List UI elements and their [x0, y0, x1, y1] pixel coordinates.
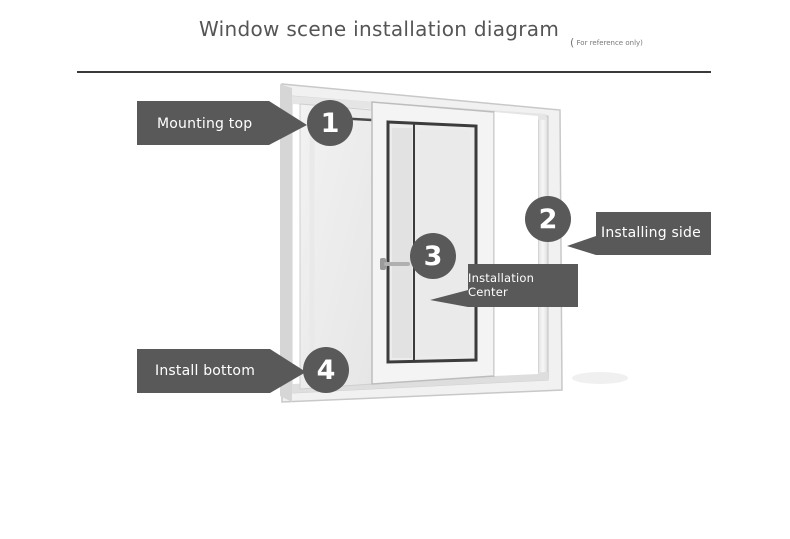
right-opening	[493, 112, 628, 384]
reference-note-paren: (	[570, 36, 575, 49]
reference-note-text: For reference only)	[576, 39, 643, 47]
callout-tag-2	[567, 212, 711, 255]
marker-4: 4	[303, 347, 349, 393]
diagram-title: Window scene installation diagram	[199, 17, 560, 41]
callout-tag-3	[430, 264, 578, 307]
callout-tag-1	[137, 101, 307, 145]
reference-note: ( For reference only)	[570, 35, 643, 49]
marker-2: 2	[525, 196, 571, 242]
callout-label-installation-center: Installation Center	[468, 271, 534, 299]
callout-tags	[137, 101, 711, 393]
header-divider	[77, 71, 711, 73]
callout-label-center-line2: Center	[468, 285, 508, 299]
left-pane	[299, 103, 373, 390]
callout-label-center-line1: Installation	[468, 271, 535, 285]
marker-1: 1	[307, 100, 353, 146]
callout-label-mounting-top: Mounting top	[157, 116, 253, 132]
callout-label-installing-side: Installing side	[601, 225, 701, 241]
callout-label-install-bottom: Install bottom	[155, 363, 256, 379]
callout-tag-4	[137, 349, 306, 393]
marker-3: 3	[410, 233, 456, 279]
